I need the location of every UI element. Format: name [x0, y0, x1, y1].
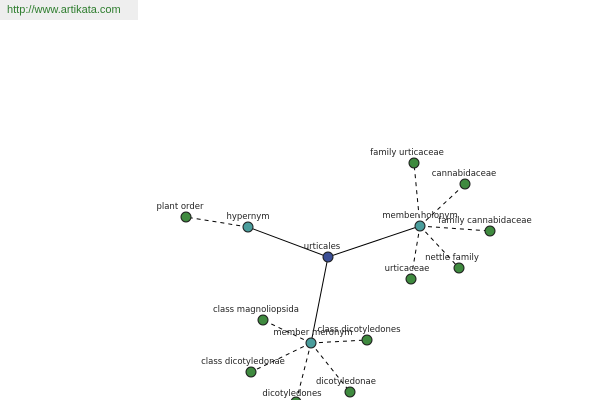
leaf-node-class-dicotyledonae[interactable] — [245, 366, 257, 378]
node-label-cannabidaceae[interactable]: cannabidaceae — [432, 169, 497, 179]
edge-member-meronym-class-dicotyledonae — [250, 342, 312, 373]
node-label-dicotyledonae[interactable]: dicotyledonae — [316, 377, 376, 387]
edge-member-meronym-class-dicotyledones — [310, 339, 368, 344]
edge-member-meronym-dicotyledonae — [310, 342, 351, 393]
leaf-node-plant-order[interactable] — [180, 211, 192, 223]
graph-nodes — [180, 157, 496, 400]
edge-urticales-member-holonym — [327, 225, 421, 258]
edge-member-meronym-class-magnoliopsida — [262, 319, 312, 344]
node-label-class-magnoliopsida[interactable]: class magnoliopsida — [213, 305, 299, 315]
node-label-class-dicotyledones[interactable]: class dicotyledones — [317, 325, 401, 335]
source-link[interactable]: http://www.artikata.com — [0, 0, 138, 20]
leaf-node-urticaceae[interactable] — [405, 273, 417, 285]
relation-node-hypernym[interactable] — [242, 221, 254, 233]
edge-member-holonym-family-cannabidaceae — [419, 225, 491, 232]
relation-node-member-holonym[interactable] — [414, 220, 426, 232]
node-label-hypernym[interactable]: hypernym — [226, 212, 269, 222]
edge-member-meronym-dicotyledones — [295, 342, 312, 400]
node-label-urticales[interactable]: urticales — [304, 242, 341, 252]
node-label-urticaceae[interactable]: urticaceae — [385, 264, 430, 274]
graph-edges — [185, 162, 491, 400]
leaf-node-class-dicotyledones[interactable] — [361, 334, 373, 346]
leaf-node-family-urticaceae[interactable] — [408, 157, 420, 169]
node-label-class-dicotyledonae[interactable]: class dicotyledonae — [201, 357, 285, 367]
node-label-plant-order[interactable]: plant order — [156, 202, 204, 212]
node-label-family-urticaceae[interactable]: family urticaceae — [370, 148, 444, 158]
relation-node-member-meronym[interactable] — [305, 337, 317, 349]
node-label-family-cannabidaceae[interactable]: family cannabidaceae — [438, 216, 532, 226]
edge-member-holonym-nettle-family — [419, 225, 460, 269]
edge-urticales-member-meronym — [310, 256, 329, 344]
edge-hypernym-plant-order — [185, 216, 249, 228]
root-node-urticales[interactable] — [322, 251, 334, 263]
leaf-node-dicotyledonae[interactable] — [344, 386, 356, 398]
leaf-node-cannabidaceae[interactable] — [459, 178, 471, 190]
edge-member-holonym-urticaceae — [410, 225, 421, 280]
node-label-dicotyledones[interactable]: dicotyledones — [262, 389, 322, 399]
node-label-nettle-family[interactable]: nettle family — [425, 253, 479, 263]
graph-labels: urticales hypernym member holonym member me… — [156, 148, 531, 399]
edge-member-holonym-cannabidaceae — [419, 183, 466, 227]
leaf-node-family-cannabidaceae[interactable] — [484, 225, 496, 237]
leaf-node-nettle-family[interactable] — [453, 262, 465, 274]
node-label-member-meronym[interactable]: member meronym — [273, 328, 352, 338]
leaf-node-class-magnoliopsida[interactable] — [257, 314, 269, 326]
edge-urticales-hypernym — [247, 226, 329, 258]
leaf-node-dicotyledones[interactable] — [290, 396, 302, 400]
edge-member-holonym-family-urticaceae — [413, 162, 421, 227]
node-label-member-holonym[interactable]: member holonym — [382, 211, 457, 221]
